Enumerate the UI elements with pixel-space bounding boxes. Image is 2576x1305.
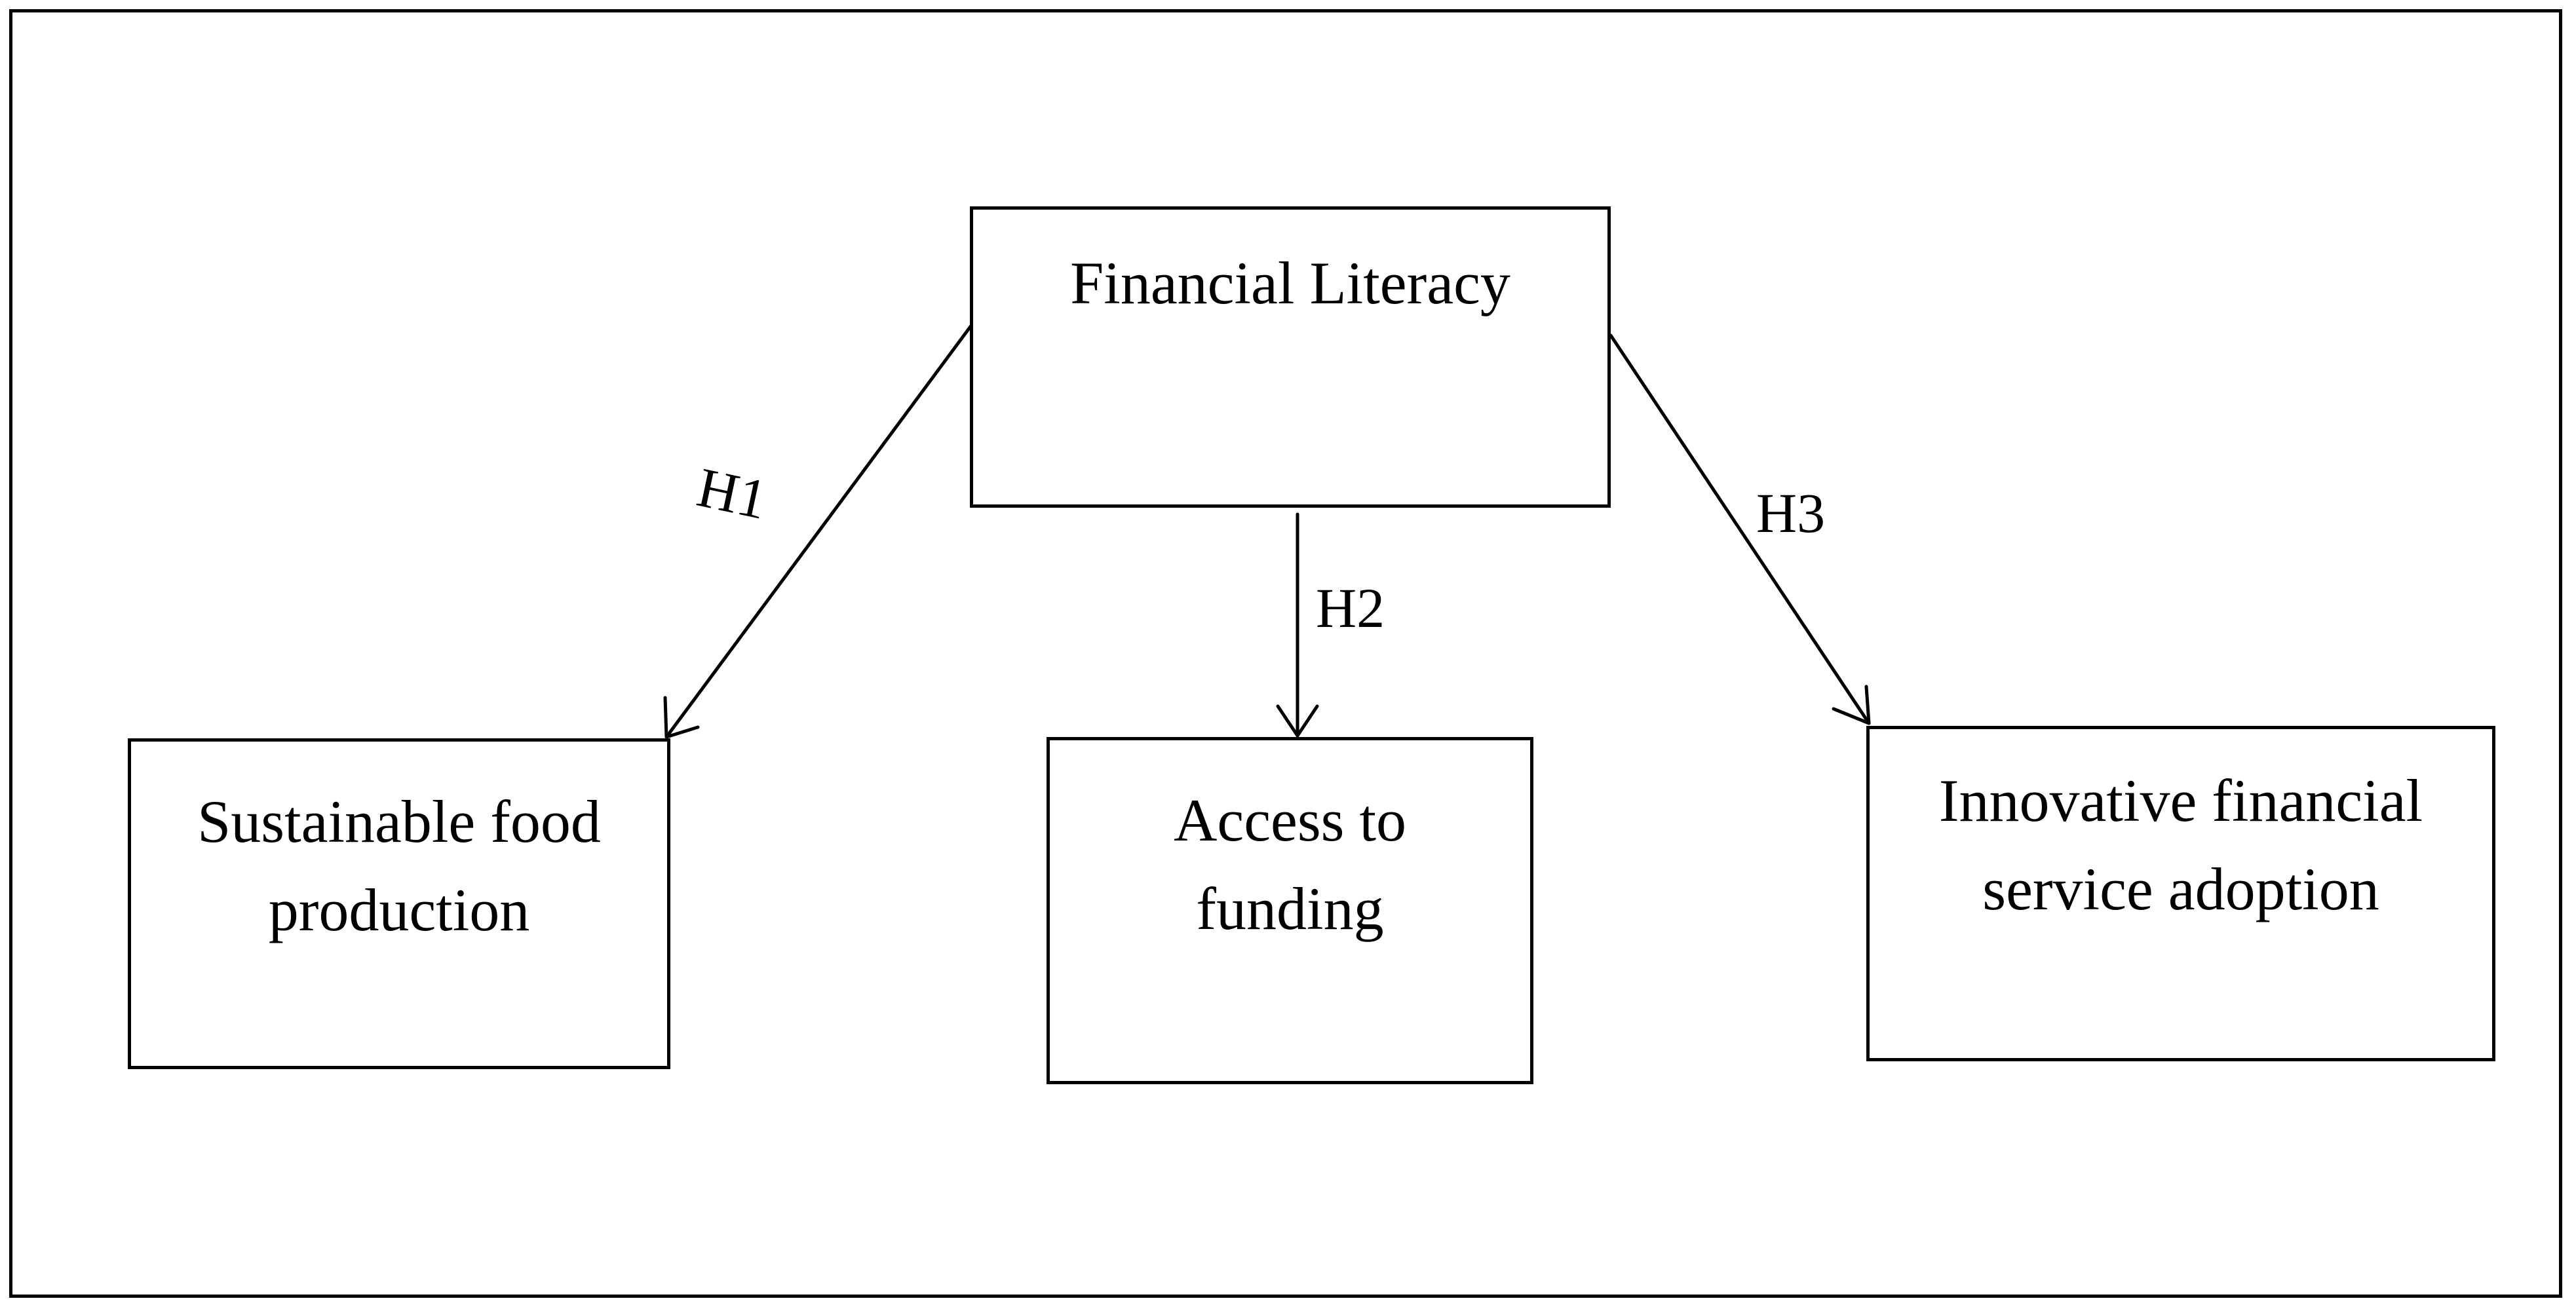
arrow-h1 (664, 324, 973, 739)
sustainable-food-production-box: Sustainable food production (128, 738, 670, 1069)
innovative-financial-service-adoption-box: Innovative financial service adoption (1866, 726, 2495, 1061)
arrow-h3 (1609, 333, 1871, 725)
financial-literacy-label: Financial Literacy (1070, 250, 1510, 316)
diagram-frame (9, 9, 2562, 1298)
innovative-financial-service-adoption-label: Innovative financial service adoption (1938, 767, 2423, 922)
hypothesis-h1-label: H1 (692, 455, 773, 531)
access-to-funding-label: Access to funding (1173, 787, 1407, 942)
arrowhead-h3 (1832, 685, 1871, 725)
financial-literacy-box: Financial Literacy (970, 206, 1611, 508)
access-to-funding-box: Access to funding (1047, 737, 1533, 1084)
hypothesis-h3-label: H3 (1756, 482, 1826, 544)
sustainable-food-production-label: Sustainable food production (197, 788, 601, 943)
arrowhead-h2 (1276, 704, 1319, 738)
arrowhead-h1 (663, 696, 700, 739)
hypothesis-h2-label: H2 (1316, 577, 1385, 639)
